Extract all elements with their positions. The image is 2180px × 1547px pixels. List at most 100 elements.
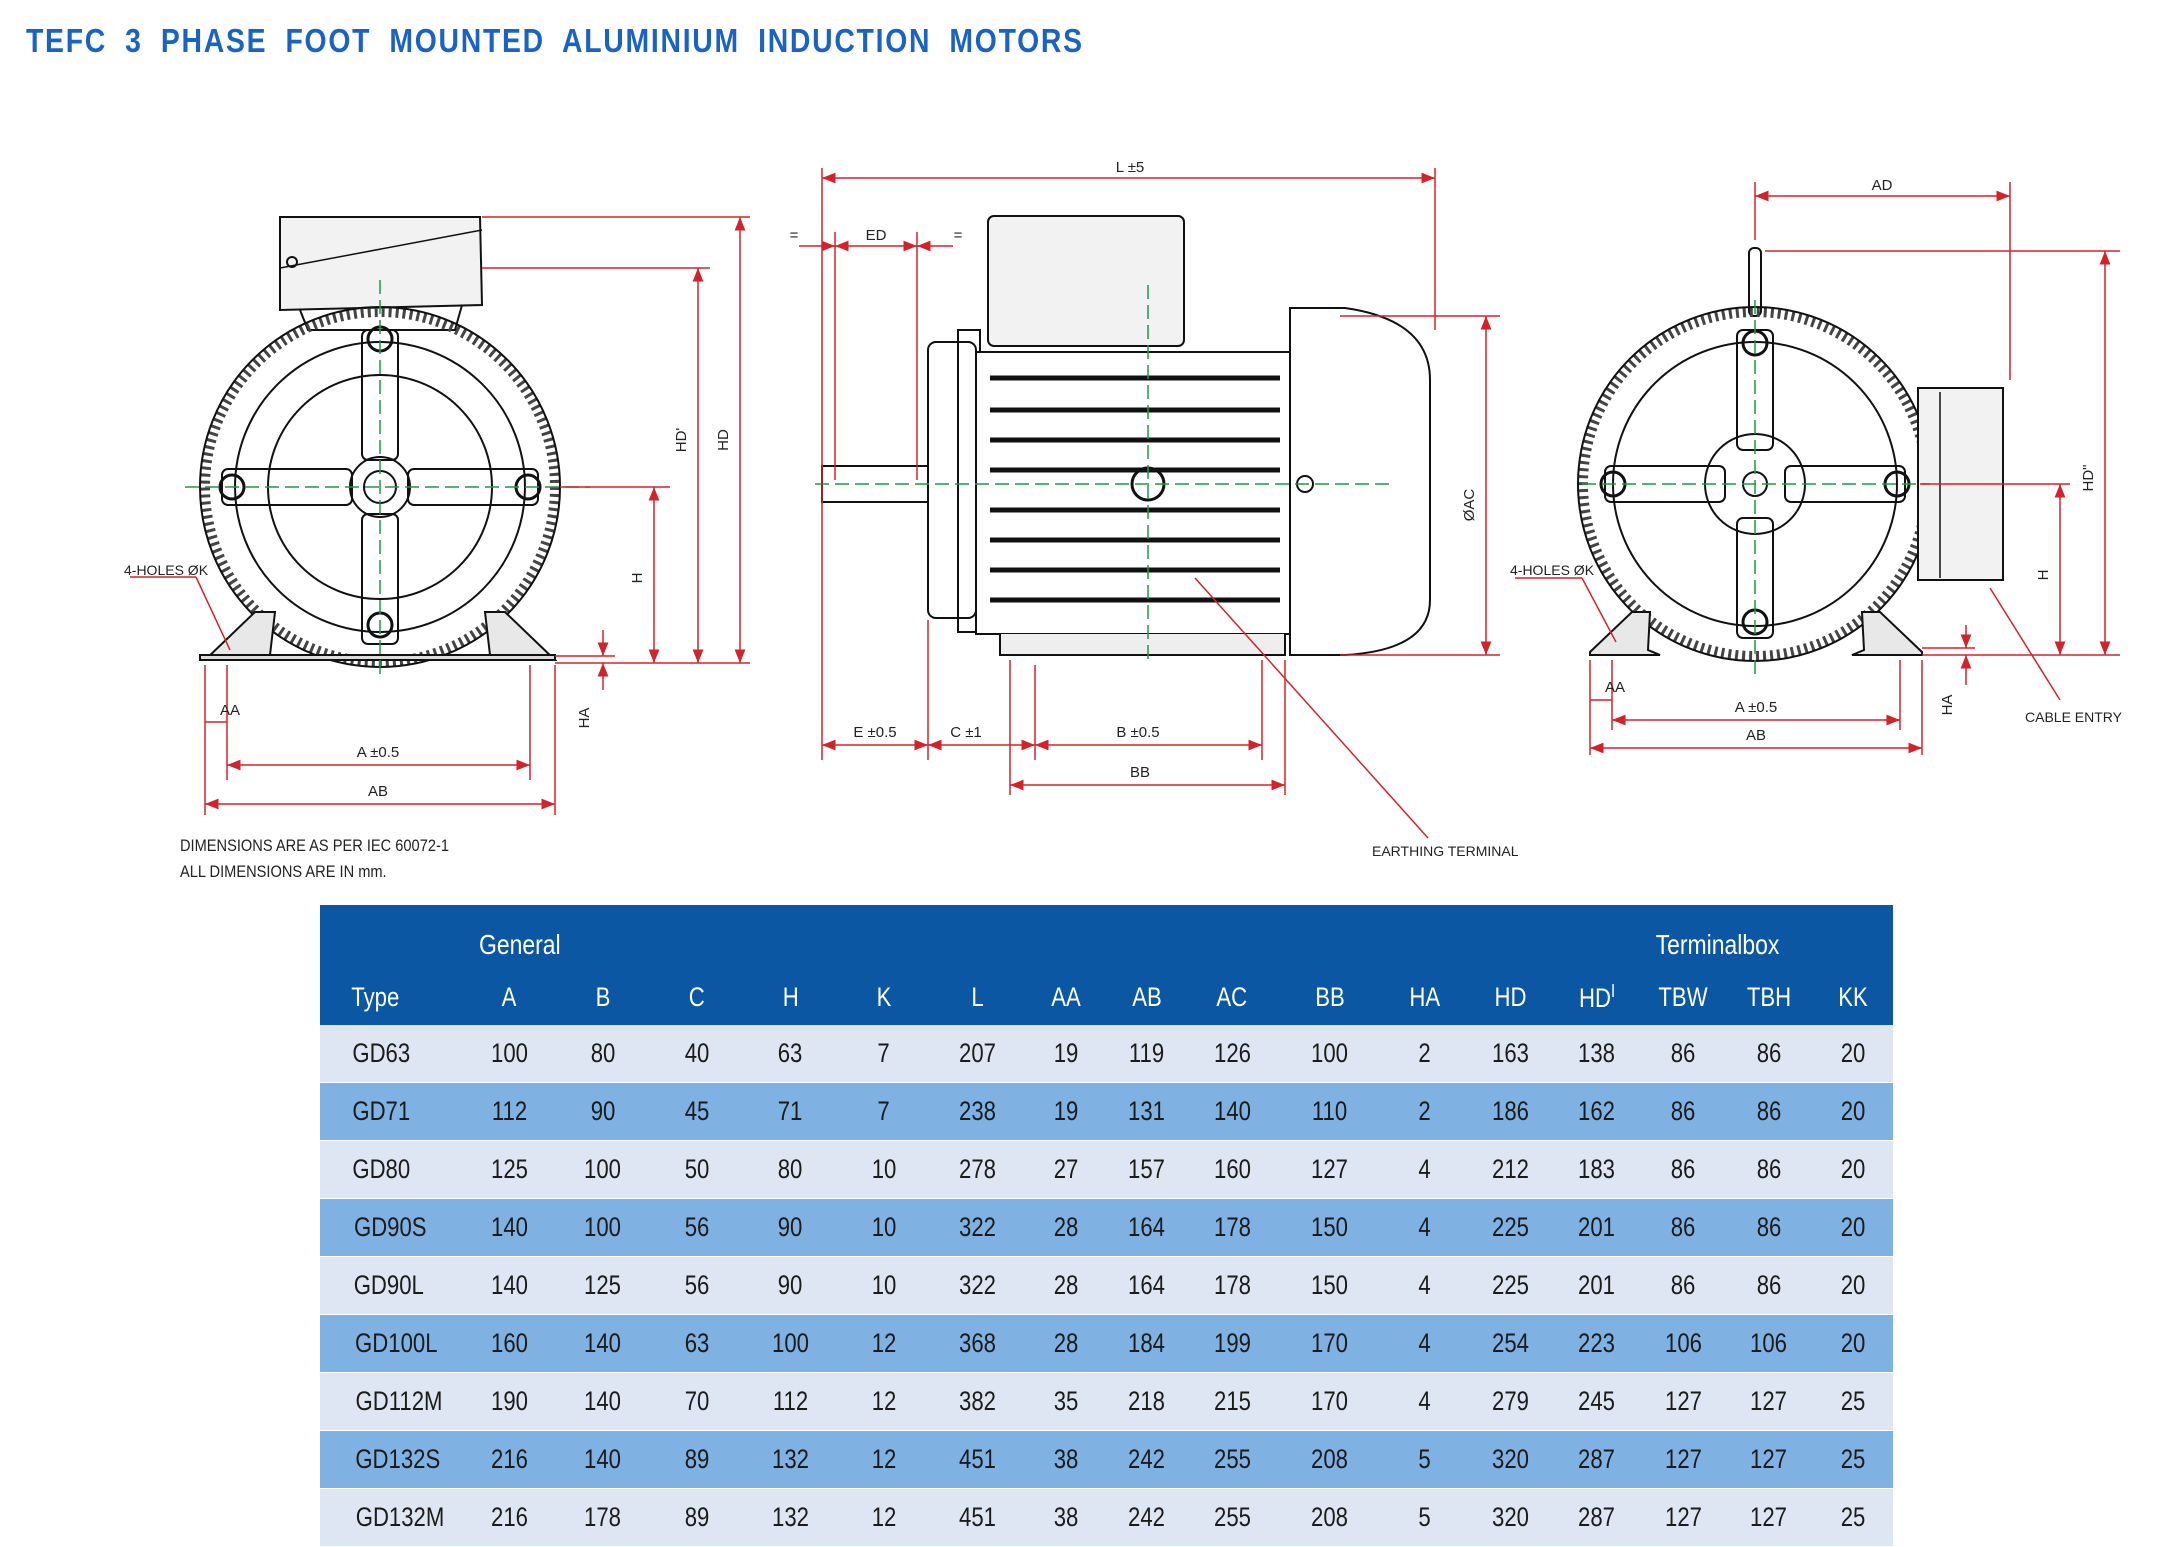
table-cell: 126 [1185,1025,1279,1083]
table-cell: 138 [1551,1025,1642,1083]
table-cell: 86 [1724,1198,1813,1257]
table-cell: 2 [1380,1082,1469,1141]
side-view-drawing [815,215,1431,660]
dim-b: B ±0.5 [1116,724,1159,741]
table-cell: 170 [1278,1314,1381,1373]
table-cell: 140 [462,1198,557,1257]
motor-dimension-drawings: HD HD' H HA AA A ±0.5 AB 4-HOLES ØK [124,159,2123,859]
table-cell: 25 [1812,1372,1893,1431]
col-hd: HD [1468,963,1552,1025]
side-view-labels: L ±5 ED = = ØAC E ±0.5 C ±1 B ±0.5 BB EA… [790,159,1519,859]
table-cell: 10 [837,1140,931,1199]
table-cell: 322 [930,1198,1025,1257]
label-holes: 4-HOLES ØK [124,562,209,578]
table-cell: 80 [556,1025,650,1083]
table-cell: 255 [1185,1488,1279,1547]
dim-eq-right: = [954,227,963,244]
table-cell: 190 [462,1372,557,1431]
cell-type: GD90L [320,1256,463,1315]
col-h: H [743,963,838,1025]
table-cell: 106 [1724,1314,1813,1373]
table-cell: 86 [1641,1256,1725,1315]
table-cell: 212 [1468,1140,1552,1199]
table-cell: 100 [1278,1025,1381,1083]
table-cell: 140 [556,1430,650,1489]
label-holes-rear: 4-HOLES ØK [1510,562,1595,578]
table-cell: 150 [1278,1198,1381,1257]
table-cell: 245 [1551,1372,1642,1431]
table-cell: 90 [743,1256,838,1315]
dim-ad: AD [1872,177,1893,194]
dim-h-rear: H [2035,570,2052,581]
page-title: TEFC 3 PHASE FOOT MOUNTED ALUMINIUM INDU… [26,22,1084,59]
table-cell: 225 [1468,1198,1552,1257]
table-cell: 56 [649,1256,744,1315]
cell-type: GD63 [320,1025,463,1083]
table-cell: 451 [930,1488,1025,1547]
dim-oac: ØAC [1461,489,1478,522]
table-cell: 19 [1024,1082,1108,1141]
dim-e: E ±0.5 [853,724,896,741]
table-cell: 127 [1641,1372,1725,1431]
front-view-dimensions [130,216,750,815]
table-cell: 216 [462,1430,557,1489]
table-cell: 451 [930,1430,1025,1489]
table-cell: 28 [1024,1256,1108,1315]
table-cell: 4 [1380,1372,1469,1431]
col-hd-prime: HDI [1551,963,1642,1025]
dim-hd-prime: HD' [673,428,690,453]
rear-view-drawing [1577,247,2004,680]
table-cell: 27 [1024,1140,1108,1199]
table-cell: 56 [649,1198,744,1257]
table-group-header: General Terminalbox [320,905,1893,963]
dim-a: A ±0.5 [357,744,399,761]
table-cell: 71 [743,1082,838,1141]
dim-ab: AB [368,783,388,800]
cell-type: GD132M [320,1488,463,1547]
table-cell: 40 [649,1025,744,1083]
table-cell: 20 [1812,1140,1893,1199]
col-tbh: TBH [1724,963,1813,1025]
table-cell: 382 [930,1372,1025,1431]
table-cell: 127 [1724,1430,1813,1489]
table-cell: 242 [1107,1430,1186,1489]
dim-eq-left: = [790,227,799,244]
table-cell: 140 [556,1372,650,1431]
col-c: C [649,963,744,1025]
table-cell: 208 [1278,1488,1381,1547]
table-cell: 140 [462,1256,557,1315]
col-k: K [837,963,931,1025]
table-cell: 70 [649,1372,744,1431]
table-cell: 201 [1551,1256,1642,1315]
table-cell: 90 [743,1198,838,1257]
col-b: B [556,963,650,1025]
table-cell: 207 [930,1025,1025,1083]
col-ha: HA [1380,963,1469,1025]
dim-hd: HD [715,429,732,451]
table-cell: 100 [556,1140,650,1199]
dim-a-rear: A ±0.5 [1735,699,1777,716]
table-cell: 12 [837,1372,931,1431]
table-cell: 100 [462,1025,557,1083]
table-cell: 20 [1812,1082,1893,1141]
table-cell: 45 [649,1082,744,1141]
dim-aa-rear: AA [1605,679,1625,696]
table-cell: 125 [556,1256,650,1315]
table-cell: 322 [930,1256,1025,1315]
rear-view-labels: AD HD" H HA AA A ±0.5 AB 4-HOLES ØK CABL… [1510,177,2123,744]
table-cell: 4 [1380,1198,1469,1257]
table-cell: 157 [1107,1140,1186,1199]
dim-ha: HA [576,708,593,729]
table-cell: 223 [1551,1314,1642,1373]
col-aa: AA [1024,963,1108,1025]
table-cell: 28 [1024,1198,1108,1257]
dim-ab-rear: AB [1746,727,1766,744]
cell-type: GD80 [320,1140,463,1199]
drawing-notes: DIMENSIONS ARE AS PER IEC 60072-1 ALL DI… [180,833,449,885]
dim-bb: BB [1130,764,1150,781]
table-cell: 119 [1107,1025,1186,1083]
dim-hd-dprime: HD" [2080,465,2097,492]
